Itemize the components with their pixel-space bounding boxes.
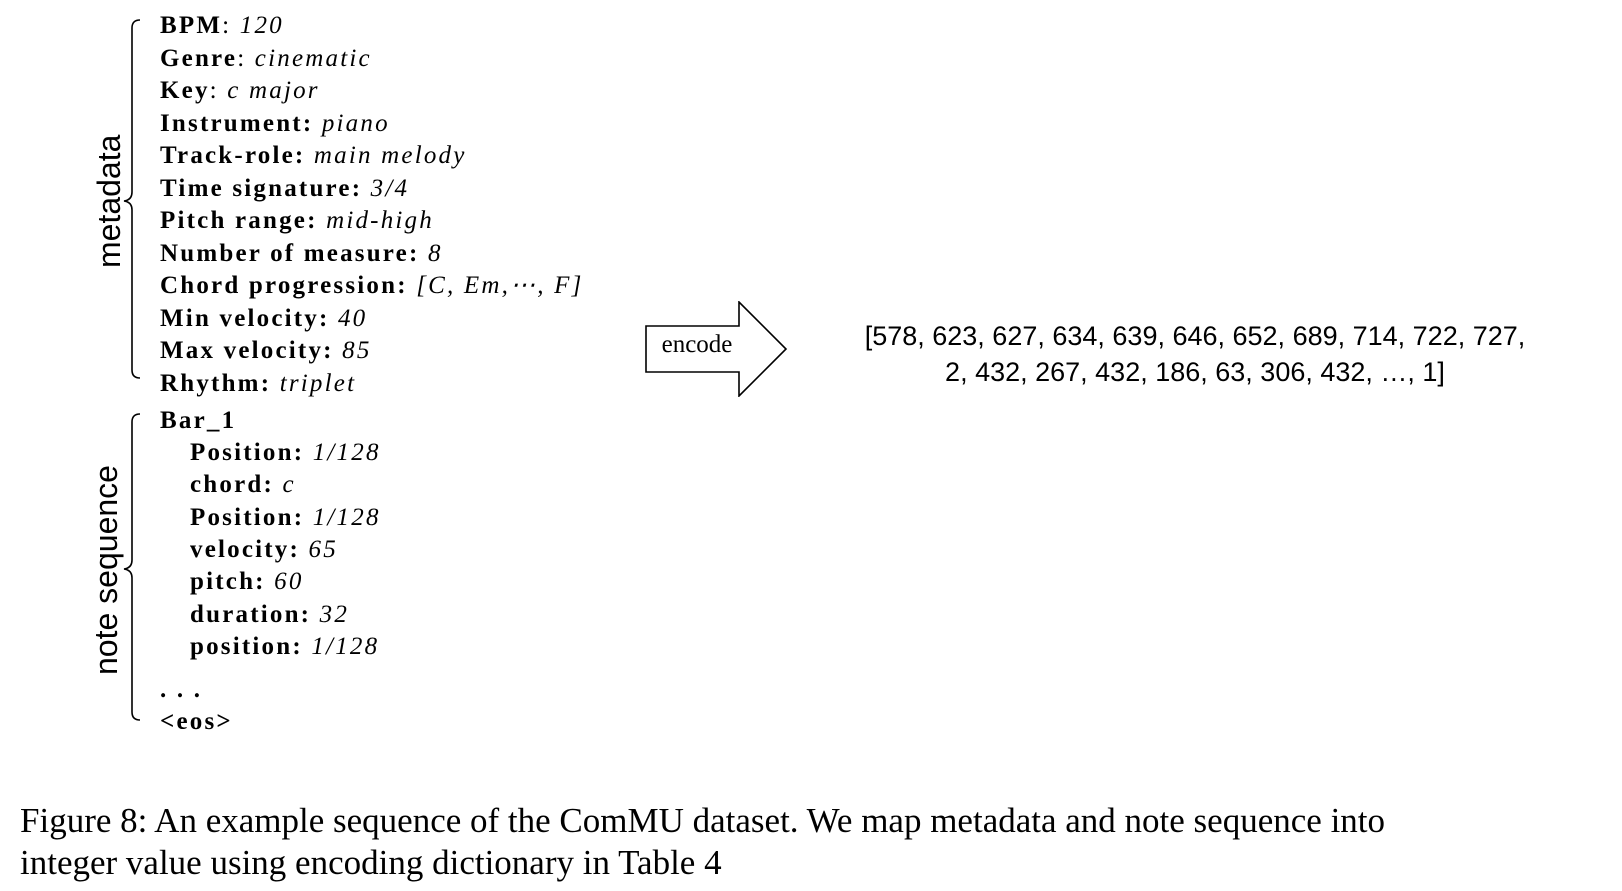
metadata-field-value: 40: [337, 304, 368, 332]
note-event-value: 60: [274, 568, 304, 596]
note-event: Position: 1/128: [190, 503, 381, 533]
note-event-key: velocity:: [190, 535, 301, 563]
metadata-field-separator: [419, 240, 427, 267]
metadata-field: Key: c major: [160, 76, 320, 106]
metadata-field: Track-role: main melody: [160, 141, 467, 171]
metadata-field: Genre: cinematic: [160, 44, 372, 74]
metadata-field-key: Rhythm:: [160, 369, 272, 397]
metadata-field-key: Min velocity:: [160, 304, 330, 332]
encoded-line-1: [578, 623, 627, 634, 639, 646, 652, 689,…: [864, 321, 1526, 351]
metadata-field-separator: :: [237, 44, 255, 72]
note-event-key: duration:: [190, 600, 312, 628]
metadata-field-value: mid-high: [326, 207, 434, 234]
encode-arrow: encode: [645, 300, 789, 398]
metadata-field-separator: :: [209, 77, 228, 104]
metadata-field: BPM: 120: [160, 11, 284, 41]
metadata-field-key: Time signature:: [160, 174, 363, 202]
encoded-sequence: [578, 623, 627, 634, 639, 646, 652, 689,…: [805, 318, 1585, 390]
caption-line-1: Figure 8: An example sequence of the Com…: [20, 801, 1386, 840]
metadata-field-key: Max velocity:: [160, 337, 334, 364]
caption-line-2: integer value using encoding dictionary …: [20, 843, 722, 882]
encode-label: encode: [661, 331, 733, 358]
metadata-field-separator: [305, 142, 313, 169]
metadata-field-separator: [271, 370, 279, 397]
metadata-field-value: main melody: [313, 142, 467, 169]
note-event: pitch: 60: [190, 567, 304, 597]
metadata-field-key: Instrument:: [160, 109, 314, 137]
note-event-value: c: [282, 471, 296, 499]
encoded-line-2: 2, 432, 267, 432, 186, 63, 306, 432, …, …: [945, 357, 1445, 387]
metadata-field-key: Genre: [160, 44, 238, 72]
note-event: duration: 32: [190, 600, 349, 630]
note-sequence-bracket: [123, 413, 141, 721]
note-event-value: 1/128: [312, 503, 381, 531]
metadata-field: Number of measure: 8: [160, 239, 443, 269]
metadata-field: Pitch range: mid-high: [160, 206, 434, 236]
metadata-field-value: 120: [239, 12, 284, 39]
note-event-value: 65: [308, 535, 338, 563]
metadata-field: Chord progression: [C, Em,⋯, F]: [160, 271, 584, 301]
note-event-separator: [304, 439, 312, 466]
metadata-field-value: 85: [342, 337, 372, 364]
eos-token-text: <eos>: [160, 708, 233, 735]
metadata-field-key: Pitch range:: [160, 207, 318, 234]
metadata-field-value: [C, Em,⋯, F]: [416, 272, 584, 299]
metadata-field-separator: [313, 110, 321, 137]
note-event-value: 32: [319, 600, 350, 628]
metadata-field-key: Chord progression:: [160, 272, 408, 299]
metadata-field-separator: [330, 305, 338, 332]
metadata-field-key: Track-role:: [160, 142, 306, 169]
note-event-key: chord:: [190, 471, 275, 499]
note-event-value: 1/128: [311, 632, 380, 660]
bar-label: Bar_1: [160, 406, 236, 436]
metadata-field-value: 3/4: [370, 174, 410, 202]
metadata-field-value: piano: [321, 109, 390, 137]
note-sequence-group-label: note sequence: [88, 465, 124, 675]
sequence-ellipsis: . . .: [160, 675, 202, 705]
note-event: position: 1/128: [190, 632, 379, 662]
figure-caption: Figure 8: An example sequence of the Com…: [20, 800, 1610, 884]
metadata-field-key: Number of measure:: [160, 239, 420, 267]
metadata-field: Instrument: piano: [160, 109, 390, 139]
note-event-key: Position:: [190, 503, 305, 531]
metadata-field-separator: [318, 207, 326, 234]
metadata-field-separator: [408, 272, 416, 299]
note-event: velocity: 65: [190, 535, 338, 565]
metadata-field: Min velocity: 40: [160, 304, 367, 334]
metadata-field: Max velocity: 85: [160, 336, 372, 366]
metadata-field: Time signature: 3/4: [160, 174, 409, 204]
metadata-group-label: metadata: [91, 134, 127, 268]
note-event-key: position:: [190, 632, 303, 660]
note-event-key: pitch:: [190, 568, 266, 596]
metadata-field-separator: :: [222, 12, 240, 39]
sequence-ellipsis-text: . . .: [160, 676, 203, 703]
metadata-field-key: Key: [160, 77, 210, 104]
metadata-field: Rhythm: triplet: [160, 369, 356, 399]
metadata-field-value: c major: [227, 77, 320, 104]
note-event-separator: [266, 568, 274, 595]
note-event-value: 1/128: [312, 439, 381, 466]
note-event-key: Position:: [190, 439, 305, 466]
note-event: chord: c: [190, 470, 296, 500]
note-event-separator: [300, 536, 308, 563]
bar-label-text: Bar_1: [160, 407, 237, 434]
arrow-shape: [645, 300, 788, 398]
metadata-bracket: [123, 19, 141, 379]
metadata-field-value: cinematic: [254, 44, 372, 72]
metadata-field-key: BPM: [160, 12, 223, 39]
metadata-field-value: 8: [427, 239, 443, 267]
metadata-field-separator: [334, 337, 342, 364]
metadata-field-separator: [362, 175, 370, 202]
note-event-separator: [311, 601, 319, 628]
metadata-field-value: triplet: [279, 369, 357, 397]
eos-token: <eos>: [160, 707, 233, 737]
note-event-separator: [304, 504, 312, 531]
note-event: Position: 1/128: [190, 438, 381, 468]
